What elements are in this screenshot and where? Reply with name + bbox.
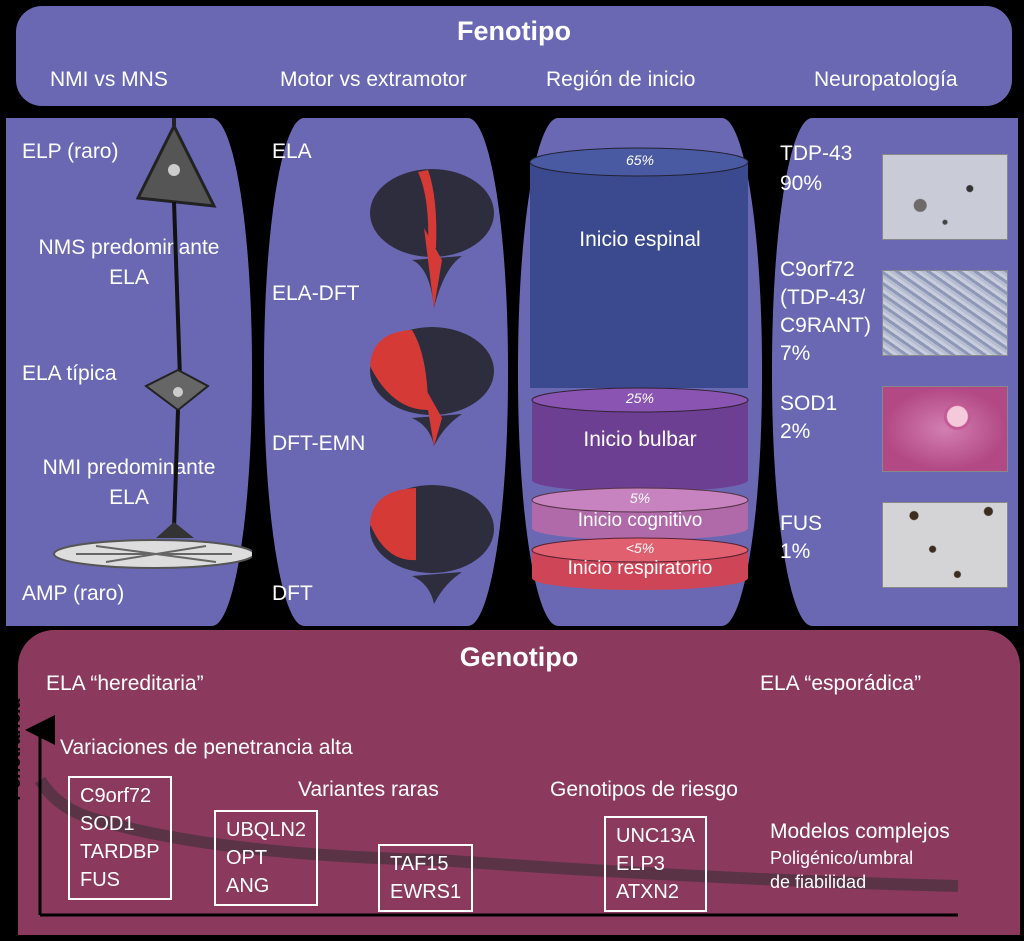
- segment-respiratory: [531, 537, 749, 590]
- fenotipo-header: Fenotipo NMI vs MNS Motor vs extramotor …: [16, 6, 1012, 106]
- label-bulbar: Inicio bulbar: [583, 428, 697, 451]
- gene-box-risk: UNC13A ELP3 ATXN2: [604, 816, 707, 912]
- label-risk-genotypes: Genotipos de riesgo: [550, 778, 738, 801]
- neuropathology-column: TDP-43 90% C9orf72 (TDP-43/ C9RANT) 7% S…: [772, 118, 1018, 626]
- column-title-nmi-vs-mns: NMI vs MNS: [50, 68, 168, 91]
- column-title-neuropathology: Neuropatología: [814, 68, 958, 91]
- pathology-fus-line1: FUS: [780, 512, 822, 535]
- label-reliability: de fiabilidad: [770, 872, 867, 892]
- pathology-c9-line1: C9orf72: [780, 258, 855, 281]
- percent-bulbar: 25%: [625, 390, 655, 406]
- brain-dft-emn: [370, 485, 494, 604]
- percent-respiratory: <5%: [625, 540, 655, 556]
- gene-ang: ANG: [226, 875, 270, 897]
- pathology-c9-line4: 7%: [780, 342, 811, 365]
- gene-sod1: SOD1: [80, 813, 135, 835]
- label-polygenic: Poligénico/umbral: [770, 848, 914, 868]
- label-ela: ELA: [272, 140, 312, 163]
- label-hereditary: ELA “hereditaria”: [46, 672, 204, 695]
- gene-fus: FUS: [80, 869, 120, 891]
- label-spinal: Inicio espinal: [579, 228, 701, 251]
- label-cognitive: Inicio cognitivo: [577, 510, 703, 531]
- segment-bulbar: [531, 387, 749, 492]
- percent-spinal: 65%: [625, 152, 655, 168]
- label-nms-2: ELA: [109, 266, 149, 289]
- onset-column: 65% Inicio espinal 25% Inicio bulbar 5% …: [518, 118, 762, 626]
- neuron-illustration: [53, 118, 252, 569]
- pathology-tdp43-line1: TDP-43: [780, 142, 853, 165]
- micrograph-sod1: [882, 386, 1008, 472]
- motor-column: ELA ELA-DFT DFT-EMN DFT: [264, 118, 508, 626]
- pathology-sod1-line1: SOD1: [780, 392, 838, 415]
- label-typical: ELA típica: [22, 362, 117, 385]
- pathology-tdp43-line2: 90%: [780, 172, 823, 195]
- pathology-fus-line2: 1%: [780, 540, 811, 563]
- gene-elp3: ELP3: [616, 853, 665, 875]
- gene-taf15: TAF15: [390, 853, 449, 875]
- label-rare-variants: Variantes raras: [298, 778, 439, 801]
- gene-ubqln2: UBQLN2: [226, 819, 307, 841]
- gene-box-high: C9orf72 SOD1 TARDBP FUS: [68, 776, 172, 900]
- pathology-sod1-line2: 2%: [780, 420, 811, 443]
- label-complex-models: Modelos complejos: [770, 820, 950, 843]
- gene-unc13a: UNC13A: [616, 825, 695, 847]
- gene-ewrs1: EWRS1: [390, 881, 462, 903]
- column-title-motor: Motor vs extramotor: [280, 68, 467, 91]
- penetrance-axes: [25, 715, 959, 917]
- label-amp: AMP (raro): [22, 582, 125, 605]
- label-high-penetrance: Variaciones de penetrancia alta: [60, 736, 353, 759]
- gene-box-rare-2: TAF15 EWRS1: [378, 844, 474, 912]
- column-title-region: Región de inicio: [546, 68, 696, 91]
- brain-ela-dft: [370, 327, 494, 446]
- y-axis-label: Penetrancia: [4, 697, 24, 800]
- onset-cylinder: [529, 147, 749, 590]
- pathology-c9-line3: C9RANT): [780, 314, 872, 337]
- label-nmi-2: ELA: [109, 486, 149, 509]
- gene-opt: OPT: [226, 847, 268, 869]
- label-dft: DFT: [272, 582, 313, 605]
- gene-atxn2: ATXN2: [616, 881, 679, 903]
- gene-tardbp: TARDBP: [80, 841, 160, 863]
- micrograph-c9orf72: [882, 270, 1008, 356]
- brain-illustrations: [370, 169, 494, 604]
- percent-cognitive: 5%: [629, 490, 651, 506]
- label-elp: ELP (raro): [22, 140, 119, 163]
- genotipo-panel: Genotipo ELA “hereditaria” ELA “esporádi…: [4, 630, 1020, 935]
- segment-cognitive: [531, 487, 749, 540]
- fenotipo-title: Fenotipo: [457, 16, 571, 46]
- label-dft-emn: DFT-EMN: [272, 432, 366, 455]
- genotipo-title: Genotipo: [459, 642, 579, 672]
- brain-ela: [370, 169, 494, 308]
- pathology-c9-line2: (TDP-43/: [780, 286, 866, 309]
- segment-spinal: [529, 147, 749, 388]
- label-sporadic: ELA “esporádica”: [760, 672, 922, 695]
- gene-box-rare: UBQLN2 OPT ANG: [214, 810, 319, 906]
- micrograph-fus: [882, 502, 1008, 588]
- label-respiratory: Inicio respiratorio: [567, 558, 713, 579]
- neuron-column: ELP (raro) NMS predominante ELA ELA típi…: [6, 118, 252, 626]
- label-nmi-1: NMI predominante: [42, 456, 216, 479]
- gene-c9orf72: C9orf72: [80, 785, 152, 807]
- label-ela-dft: ELA-DFT: [272, 282, 360, 305]
- micrograph-tdp43: [882, 154, 1008, 240]
